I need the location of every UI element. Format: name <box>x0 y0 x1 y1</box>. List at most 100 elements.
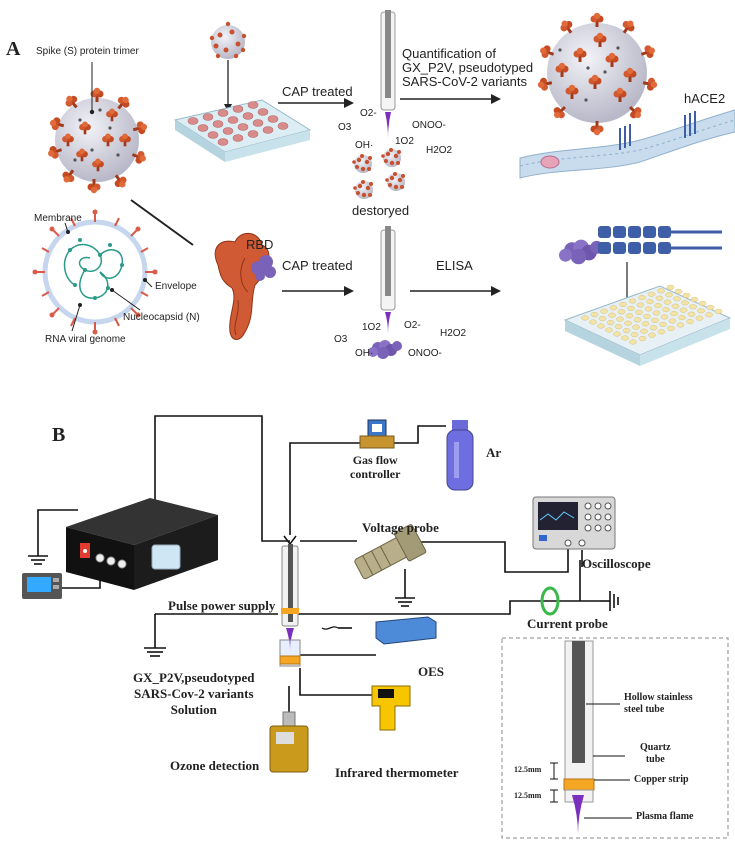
connector-line <box>130 199 194 246</box>
elisa-well <box>649 325 658 331</box>
inset-copper-label: Copper strip <box>634 774 689 785</box>
elisa-well <box>706 304 715 310</box>
elisa-well <box>657 288 665 294</box>
elisa-well <box>714 308 723 314</box>
ozone-detector <box>269 711 309 773</box>
elisa-well <box>660 314 669 320</box>
elisa-well <box>613 331 621 337</box>
elisa-well <box>663 299 672 305</box>
elisa-well <box>627 305 635 311</box>
elisa-well <box>630 332 639 338</box>
elisa-well <box>609 305 618 311</box>
pulse-power-supply <box>66 498 218 590</box>
elisa-well <box>681 300 689 306</box>
elisa-well <box>673 296 681 302</box>
elisa-well <box>659 321 667 327</box>
elisa-well <box>619 301 627 307</box>
elisa-well <box>600 308 608 314</box>
inset-dim-2: 12.5mm <box>514 791 542 800</box>
elisa-well <box>651 317 659 323</box>
species-bottom-o3: O3 <box>334 334 348 345</box>
species-bottom-oh: OH· <box>355 348 374 359</box>
cap-treated-bottom: CAP treated <box>282 258 353 273</box>
ground-symbol-right <box>600 591 619 611</box>
species-bottom-o2m: O2- <box>404 320 421 331</box>
plasma-jet-setup <box>279 535 301 667</box>
current-probe-ring <box>540 586 560 616</box>
elisa-well <box>605 327 613 333</box>
elisa-well <box>695 315 704 321</box>
elisa-well <box>628 298 637 304</box>
elisa-well <box>581 315 589 321</box>
ground-symbol-left <box>28 555 48 565</box>
rbd-label: RBD <box>246 237 274 252</box>
arrow-elisa <box>410 286 501 296</box>
elisa-well <box>644 306 653 312</box>
elisa-well <box>654 303 662 309</box>
elisa-well <box>668 318 677 324</box>
elisa-well <box>640 328 648 334</box>
nucleocapsid-label: Nucleocapsid (N) <box>123 312 200 323</box>
elisa-well <box>617 309 626 315</box>
thermometer-label: Infrared thermometer <box>335 765 459 780</box>
species-top-o3: O3 <box>338 122 352 133</box>
species-bottom-1o2: 1O2 <box>362 322 381 333</box>
elisa-well <box>638 295 646 301</box>
elisa-well <box>608 312 616 318</box>
spike-label: Spike (S) protein trimer <box>36 46 139 57</box>
spike-virus-large <box>46 62 149 194</box>
ozone-label: Ozone detection <box>170 758 260 773</box>
elisa-well <box>597 323 605 329</box>
rna-label: RNA viral genome <box>45 334 126 345</box>
species-top-oh: OH· <box>355 140 374 151</box>
elisa-well <box>682 292 691 298</box>
oes-label: OES <box>418 664 445 679</box>
inset-dim-1: 12.5mm <box>514 765 542 774</box>
oscilloscope-label: Oscilloscope <box>582 556 651 571</box>
elisa-well <box>598 316 607 322</box>
arrow-cap-top <box>278 98 354 108</box>
destroyed-viruses <box>352 148 405 199</box>
elisa-well <box>647 291 656 297</box>
virus-small-top <box>209 21 247 112</box>
species-top-onoo: ONOO- <box>412 120 446 131</box>
elisa-well <box>622 328 631 334</box>
elisa-well <box>678 315 686 321</box>
elisa-well <box>657 329 666 335</box>
elisa-well <box>616 316 624 322</box>
virus-cross-section <box>32 209 158 335</box>
species-bottom-h2o2: H2O2 <box>440 328 467 339</box>
species-top-h2o2: H2O2 <box>426 145 453 156</box>
elisa-well <box>679 307 688 313</box>
gas-flow-controller <box>359 419 395 449</box>
argon-cylinder <box>446 420 474 491</box>
elisa-well <box>705 312 713 318</box>
panel-label-b: B <box>52 424 66 446</box>
elisa-well <box>689 304 697 310</box>
spike-virus-bound <box>536 12 659 136</box>
elisa-well <box>636 302 645 308</box>
elisa-well <box>670 311 678 317</box>
elisa-well <box>589 319 597 325</box>
elisa-well <box>652 310 661 316</box>
elisa-label: ELISA <box>436 258 473 273</box>
species-top-1o2: 1O2 <box>395 136 414 147</box>
elisa-well <box>666 284 675 290</box>
elisa-well <box>641 321 650 327</box>
cap-treated-top: CAP treated <box>282 84 353 99</box>
elisa-well <box>674 288 683 294</box>
elisa-antibody <box>559 226 722 322</box>
elisa-well <box>621 335 629 341</box>
oscilloscope <box>532 496 616 550</box>
elisa-well <box>698 300 707 306</box>
inset-plasma-label: Plasma flame <box>636 811 694 822</box>
elisa-well <box>590 312 599 318</box>
elisa-well <box>648 332 656 338</box>
elisa-well <box>606 320 615 326</box>
elisa-well <box>662 307 670 313</box>
